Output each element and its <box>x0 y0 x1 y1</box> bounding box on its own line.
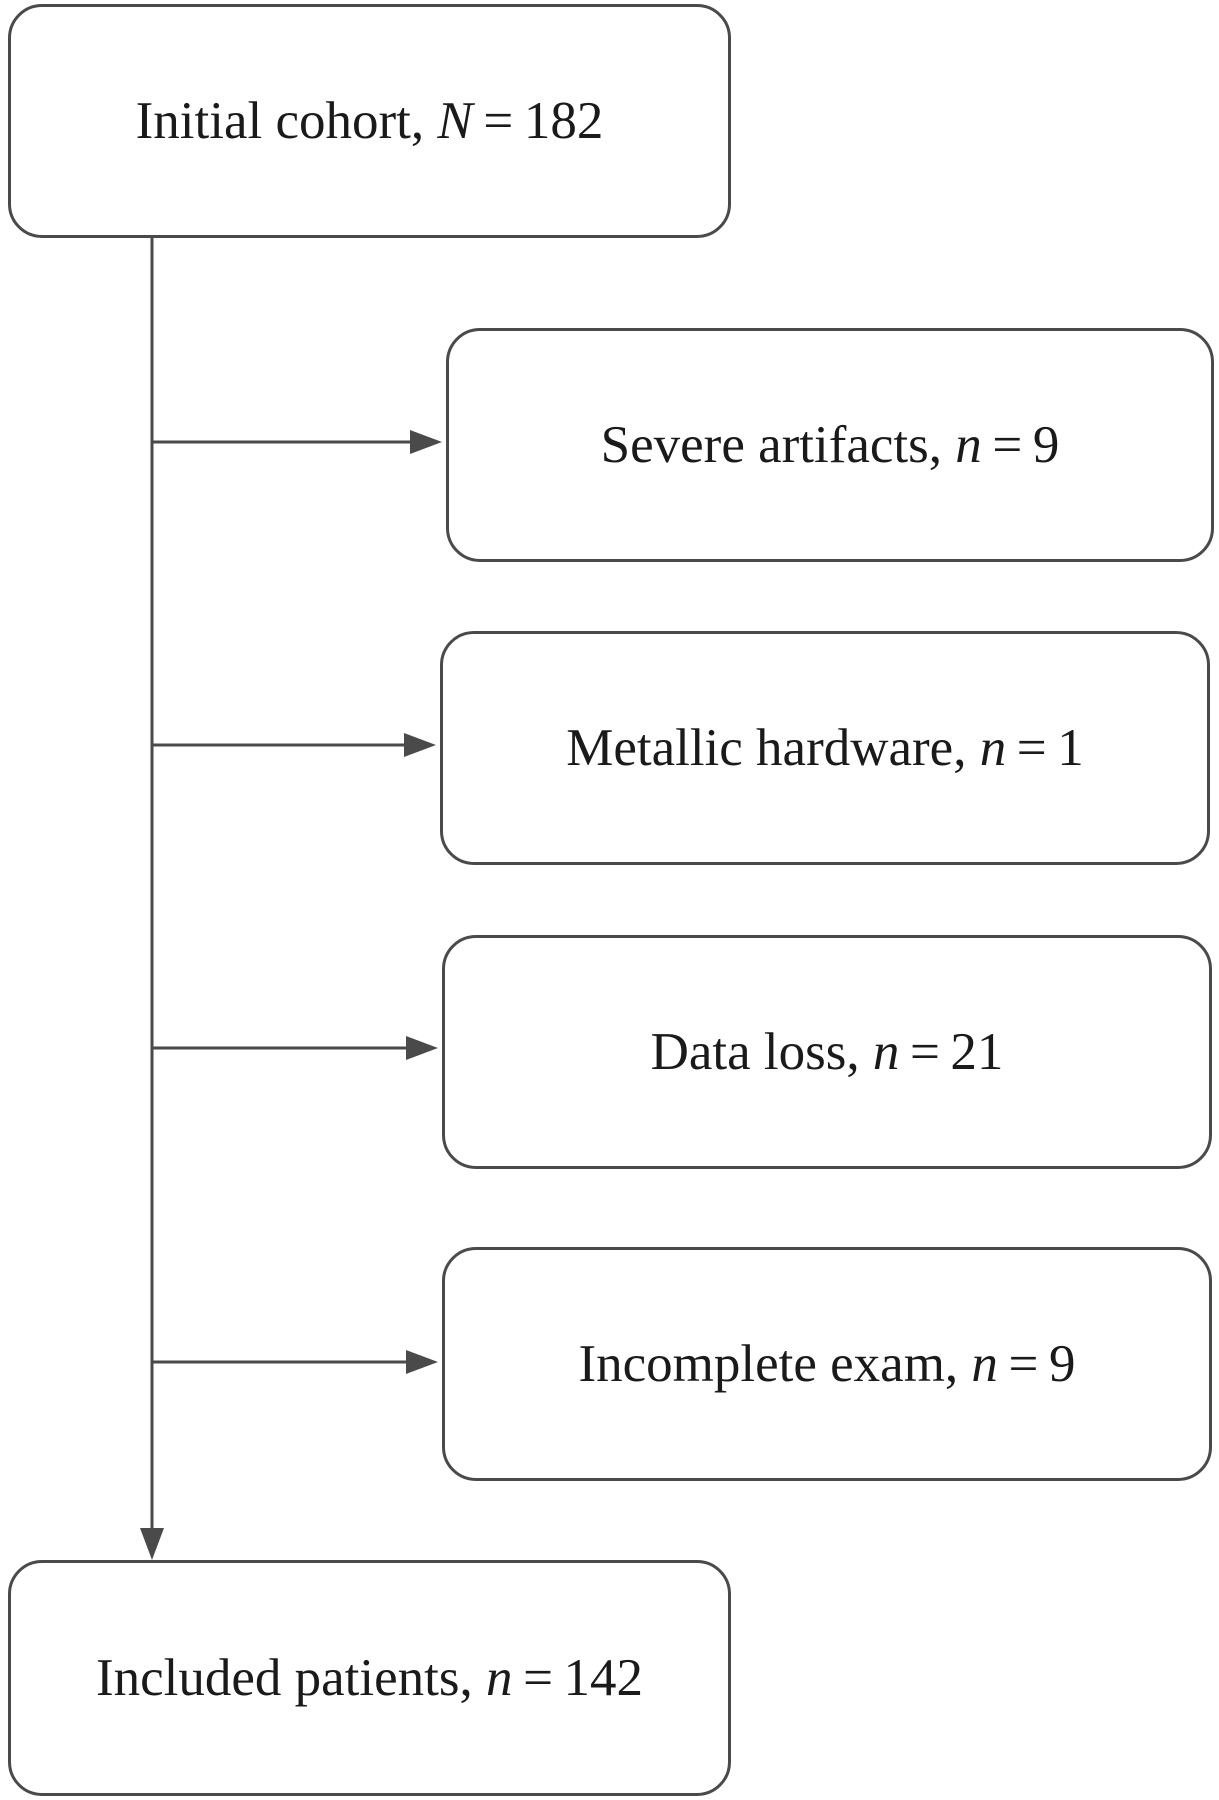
exclusion-var: n <box>971 1335 998 1393</box>
exclusion-label: Metallic hardware, <box>566 719 967 777</box>
exclusion-box-metallic-hardware: Metallic hardware, n = 1 <box>440 631 1210 865</box>
initial-cohort-eq: = <box>483 92 514 150</box>
exclusion-eq: = <box>909 1023 940 1081</box>
included-patients-box: Included patients, n = 142 <box>8 1560 731 1796</box>
exclusion-var: n <box>872 1023 900 1081</box>
exclusion-eq: = <box>1008 1335 1039 1393</box>
exclusion-value: 9 <box>1049 1335 1076 1393</box>
initial-cohort-label: Initial cohort, <box>135 92 425 150</box>
initial-cohort-value: 182 <box>523 92 604 150</box>
exclusion-label: Incomplete exam, <box>578 1335 959 1393</box>
included-patients-value: 142 <box>563 1649 644 1707</box>
exclusion-box-severe-artifacts: Severe artifacts, n = 9 <box>446 328 1214 562</box>
arrowhead-right-severe <box>410 430 442 454</box>
initial-cohort-var: N <box>437 92 473 150</box>
arrowhead-right-metallic <box>404 733 436 757</box>
exclusion-box-data-loss: Data loss, n = 21 <box>442 935 1212 1169</box>
exclusion-box-incomplete-exam: Incomplete exam, n = 9 <box>442 1247 1212 1481</box>
exclusion-eq: = <box>992 416 1023 474</box>
exclusion-label: Data loss, <box>650 1023 860 1081</box>
included-patients-eq: = <box>523 1649 553 1707</box>
included-patients-label: Included patients, <box>95 1649 473 1707</box>
exclusion-value: 21 <box>950 1023 1004 1081</box>
exclusion-var: n <box>979 719 1007 777</box>
arrowhead-right-dataloss <box>406 1036 438 1060</box>
exclusion-value: 9 <box>1032 416 1060 474</box>
exclusion-label: Severe artifacts, <box>600 416 943 474</box>
included-patients-var: n <box>485 1649 513 1707</box>
exclusion-eq: = <box>1016 719 1047 777</box>
initial-cohort-box: Initial cohort, N = 182 <box>8 4 731 238</box>
arrowhead-right-incomplete <box>406 1350 438 1374</box>
exclusion-value: 1 <box>1057 719 1084 777</box>
exclusion-var: n <box>955 416 982 474</box>
arrowhead-down-included <box>140 1528 164 1560</box>
